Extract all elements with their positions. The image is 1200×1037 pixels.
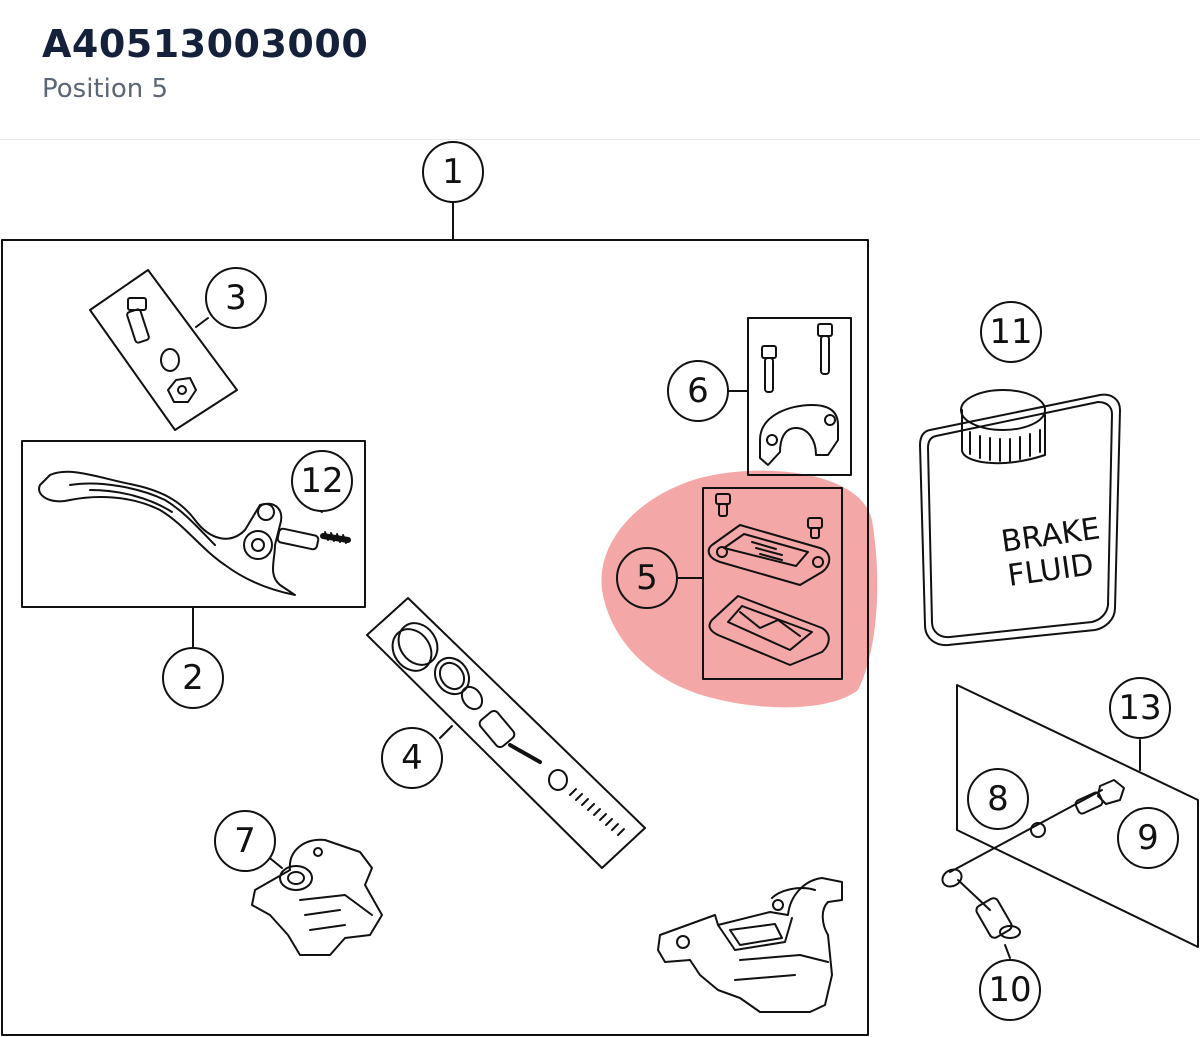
- callout-11[interactable]: [980, 301, 1042, 363]
- group-box-6: [747, 317, 852, 476]
- position-subtitle: Position 5: [42, 74, 169, 104]
- callout-label-4: 4: [401, 738, 423, 778]
- callout-2[interactable]: [162, 647, 224, 709]
- group-box-3: [89, 269, 238, 431]
- callout-label-11: 11: [989, 312, 1032, 352]
- callout-4[interactable]: [381, 727, 443, 789]
- callout-label-13: 13: [1118, 688, 1161, 728]
- group-box-5: [702, 487, 843, 680]
- callout-label-7: 7: [234, 821, 256, 861]
- callout-9[interactable]: [1117, 807, 1179, 869]
- reservoir-cover-part: [707, 493, 831, 666]
- callout-label-8: 8: [987, 779, 1009, 819]
- callout-label-6: 6: [687, 371, 709, 411]
- group-box-1: [1, 239, 869, 1036]
- master-cylinder-body-part: [657, 877, 843, 1013]
- callout-12[interactable]: [291, 450, 353, 512]
- callout-8[interactable]: [967, 768, 1029, 830]
- banjo-bolt-hose-part: [941, 779, 1125, 939]
- callout-1[interactable]: [422, 141, 484, 203]
- callout-6[interactable]: [667, 360, 729, 422]
- callout-10[interactable]: [979, 959, 1041, 1021]
- group-box-13: [956, 684, 1199, 948]
- piston-seal-kit-part: [391, 622, 625, 836]
- master-cylinder-housing-part: [251, 838, 383, 956]
- brake-fluid-bottle-part: [919, 389, 1121, 647]
- callout-5[interactable]: [616, 547, 678, 609]
- callout-label-5: 5: [636, 558, 658, 598]
- part-number-title: A40513003000: [42, 22, 369, 66]
- highlight-region: [601, 470, 878, 708]
- callout-label-3: 3: [225, 278, 247, 318]
- callout-label-12: 12: [300, 461, 343, 501]
- callout-7[interactable]: [214, 810, 276, 872]
- callout-label-9: 9: [1137, 818, 1159, 858]
- callout-label-2: 2: [182, 658, 204, 698]
- exploded-parts-diagram: BRAKE FLUID 1 2: [1, 141, 1199, 1036]
- page-header: A40513003000 Position 5: [0, 0, 1200, 140]
- callout-label-1: 1: [442, 152, 464, 192]
- group-box-4: [366, 597, 646, 869]
- callout-13[interactable]: [1109, 677, 1171, 739]
- callout-label-10: 10: [988, 970, 1031, 1010]
- clutch-lever-part: [38, 470, 351, 596]
- callout-3[interactable]: [205, 267, 267, 329]
- bolt-spacer-nut-part: [126, 297, 197, 403]
- clamp-screws-part: [759, 323, 839, 466]
